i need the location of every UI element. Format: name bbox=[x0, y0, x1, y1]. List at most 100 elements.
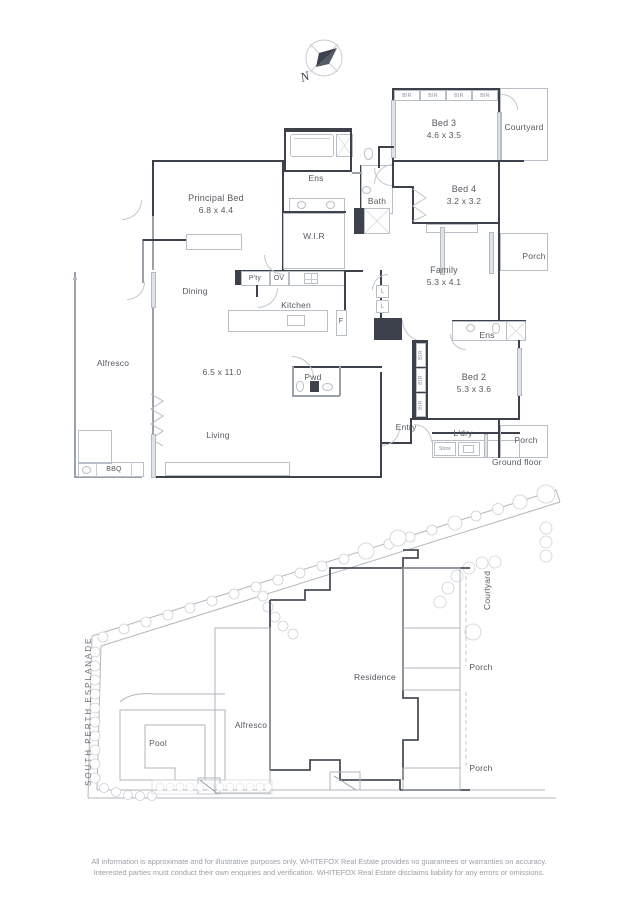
wall-bed3-top bbox=[392, 88, 500, 90]
ldry-trough-bowl bbox=[463, 445, 474, 453]
bbq-divider-2 bbox=[131, 462, 132, 477]
wall-hall-right bbox=[378, 146, 380, 168]
label-powder: Pwd bbox=[304, 372, 321, 383]
label-bed3: Bed 3 bbox=[432, 118, 457, 129]
label-site-pool: Pool bbox=[149, 738, 167, 749]
window-bed2 bbox=[517, 348, 522, 396]
courtyard-outline bbox=[500, 88, 548, 161]
pwd-toilet-icon bbox=[296, 381, 304, 392]
label-pantry: P'ty bbox=[249, 275, 261, 284]
label-site-courtyard: Courtyard bbox=[482, 571, 493, 610]
principal-door-arc bbox=[122, 200, 142, 220]
wall-pwd-right bbox=[339, 366, 341, 396]
bir-label: BIR bbox=[454, 92, 464, 99]
ens-shower-icon bbox=[336, 134, 353, 157]
wall-porch-lower-left bbox=[498, 420, 500, 458]
pwd-basin-icon bbox=[322, 383, 333, 391]
street-name: SOUTH PERTH ESPLANADE bbox=[84, 636, 93, 786]
wall-principal-top bbox=[152, 160, 284, 162]
label-family: Family bbox=[430, 265, 458, 276]
wall-ens-divider bbox=[284, 170, 350, 172]
ens2-shower-icon bbox=[506, 321, 526, 341]
label-site-porch-upper: Porch bbox=[469, 662, 492, 673]
living-dims: 6.5 x 11.0 bbox=[202, 367, 242, 377]
kitchen-name: Kitchen bbox=[281, 300, 311, 310]
bed4-dims: 3.2 x 3.2 bbox=[446, 196, 482, 206]
label-principal-bed: Principal Bed bbox=[188, 193, 244, 204]
wall-pwd-left bbox=[292, 366, 294, 396]
bathtub-icon bbox=[290, 134, 334, 157]
bir-top-2: BIR bbox=[420, 90, 446, 101]
oven-name: OV bbox=[273, 275, 285, 282]
linen-cupboard-b: L bbox=[376, 300, 389, 313]
site-pool-name: Pool bbox=[149, 738, 167, 748]
label-ens-main: Ens bbox=[308, 173, 323, 184]
wall-entry-right bbox=[380, 400, 382, 444]
site-porch-upper-name: Porch bbox=[469, 662, 493, 672]
window-living-left bbox=[151, 434, 156, 478]
ground-floor-text: Ground floor bbox=[492, 457, 542, 467]
bir-bed2-3: BIR bbox=[416, 393, 426, 417]
wall-bed4-right bbox=[498, 162, 500, 224]
family-cupboard-block bbox=[374, 318, 402, 340]
laundry-name: L'dry bbox=[453, 428, 473, 438]
wall-ens-top-band bbox=[284, 128, 352, 130]
wall-bed4-jog-down bbox=[412, 186, 414, 224]
bed2-dims: 5.3 x 3.6 bbox=[456, 384, 492, 394]
wall-bed4-bottom bbox=[412, 222, 500, 224]
cooktop-line-2 bbox=[311, 273, 312, 284]
ens-basin-left-icon bbox=[297, 201, 306, 209]
label-courtyard: Courtyard bbox=[504, 122, 543, 133]
porch-lower-name: Porch bbox=[514, 435, 538, 445]
window-bed3 bbox=[391, 100, 396, 158]
wir-outline bbox=[283, 213, 345, 269]
ens2-basin-icon bbox=[466, 324, 475, 332]
window-principal-left bbox=[73, 278, 77, 280]
principal-bed-furniture bbox=[186, 234, 242, 250]
label-site-residence: Residence bbox=[354, 672, 396, 683]
linen-label-a: L bbox=[380, 288, 385, 295]
bir-label: BIR bbox=[402, 92, 412, 99]
bbq-burner-icon bbox=[82, 466, 91, 474]
label-porch-lower: Porch bbox=[514, 435, 537, 446]
bir-bed2-2: BIR bbox=[416, 368, 426, 392]
wall-living-left bbox=[152, 300, 154, 478]
bed4-name: Bed 4 bbox=[451, 184, 477, 194]
label-family-dims: 5.3 x 4.1 bbox=[427, 277, 461, 288]
wall-principal-left bbox=[152, 160, 154, 216]
wall-courtyard-jog bbox=[498, 160, 524, 162]
dining-door-arc bbox=[127, 282, 145, 300]
entry-name: Entry bbox=[395, 422, 417, 432]
wall-ens-top bbox=[284, 130, 350, 132]
courtyard-name: Courtyard bbox=[504, 122, 544, 132]
wall-ens-left bbox=[284, 130, 286, 172]
porch-upper-outline bbox=[500, 233, 548, 271]
porch-upper-name: Porch bbox=[522, 251, 546, 261]
wall-kitchen-right bbox=[344, 270, 346, 336]
bathtub-inner bbox=[294, 138, 330, 139]
dining-name: Dining bbox=[182, 286, 208, 296]
label-bed2-dims: 5.3 x 3.6 bbox=[457, 384, 491, 395]
bir-top-4: BIR bbox=[472, 90, 498, 101]
wall-bed4-jog bbox=[392, 186, 414, 188]
wall-pwd-top bbox=[292, 366, 382, 368]
label-bed3-dims: 4.6 x 3.5 bbox=[427, 130, 461, 141]
dining-door-arc-2 bbox=[258, 288, 278, 308]
site-residence-name: Residence bbox=[354, 672, 396, 682]
disclaimer-line-2: Interested parties must conduct their ow… bbox=[93, 868, 545, 878]
bed3-dims: 4.6 x 3.5 bbox=[426, 130, 462, 140]
window-dining-left bbox=[151, 272, 156, 308]
wall-ens-bench bbox=[284, 211, 346, 213]
compass-north-icon: N bbox=[296, 34, 348, 90]
wall-bed2-bottom bbox=[412, 418, 520, 420]
family-name: Family bbox=[430, 265, 458, 275]
window-ldry bbox=[484, 434, 488, 458]
bir-bed2-1: BIR bbox=[416, 343, 426, 367]
bed4-wardrobe-zigzag bbox=[412, 188, 440, 222]
label-bed4: Bed 4 bbox=[452, 184, 477, 195]
site-porch-lower-name: Porch bbox=[469, 763, 493, 773]
label-kitchen: Kitchen bbox=[281, 300, 311, 311]
wall-ldry-top bbox=[432, 432, 520, 434]
wall-entry-top bbox=[410, 418, 412, 444]
ens-main-name: Ens bbox=[308, 173, 324, 183]
